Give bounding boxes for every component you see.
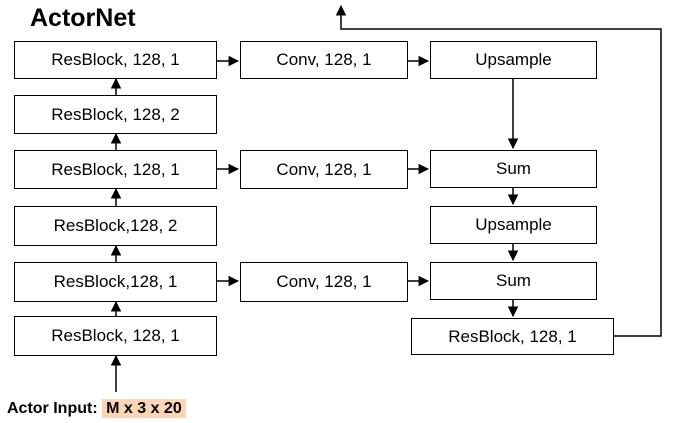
- conv-block-1: Conv, 128, 1: [240, 150, 408, 189]
- conv-block-2: Conv, 128, 1: [240, 262, 408, 302]
- left-block-4: ResBlock,128, 1: [14, 262, 217, 302]
- right-block-upsample-0: Upsample: [430, 41, 597, 79]
- left-block-3: ResBlock,128, 2: [14, 206, 217, 246]
- actor-input-shape: M x 3 x 20: [102, 399, 186, 418]
- right-block-sum-0: Sum: [430, 150, 597, 188]
- right-block-resblock: ResBlock, 128, 1: [411, 318, 614, 355]
- actor-input-label: Actor Input:: [7, 400, 98, 417]
- actor-input: Actor Input: M x 3 x 20: [7, 398, 186, 420]
- right-block-upsample-1: Upsample: [430, 206, 597, 244]
- right-block-sum-1: Sum: [430, 262, 597, 300]
- conv-block-0: Conv, 128, 1: [240, 41, 408, 79]
- left-block-0: ResBlock, 128, 1: [14, 41, 217, 79]
- left-block-2: ResBlock, 128, 1: [14, 150, 217, 189]
- diagram-title: ActorNet: [30, 4, 136, 32]
- left-block-1: ResBlock, 128, 2: [14, 95, 217, 134]
- arrow-output-loop: [335, 4, 662, 337]
- left-block-5: ResBlock, 128, 1: [14, 316, 217, 356]
